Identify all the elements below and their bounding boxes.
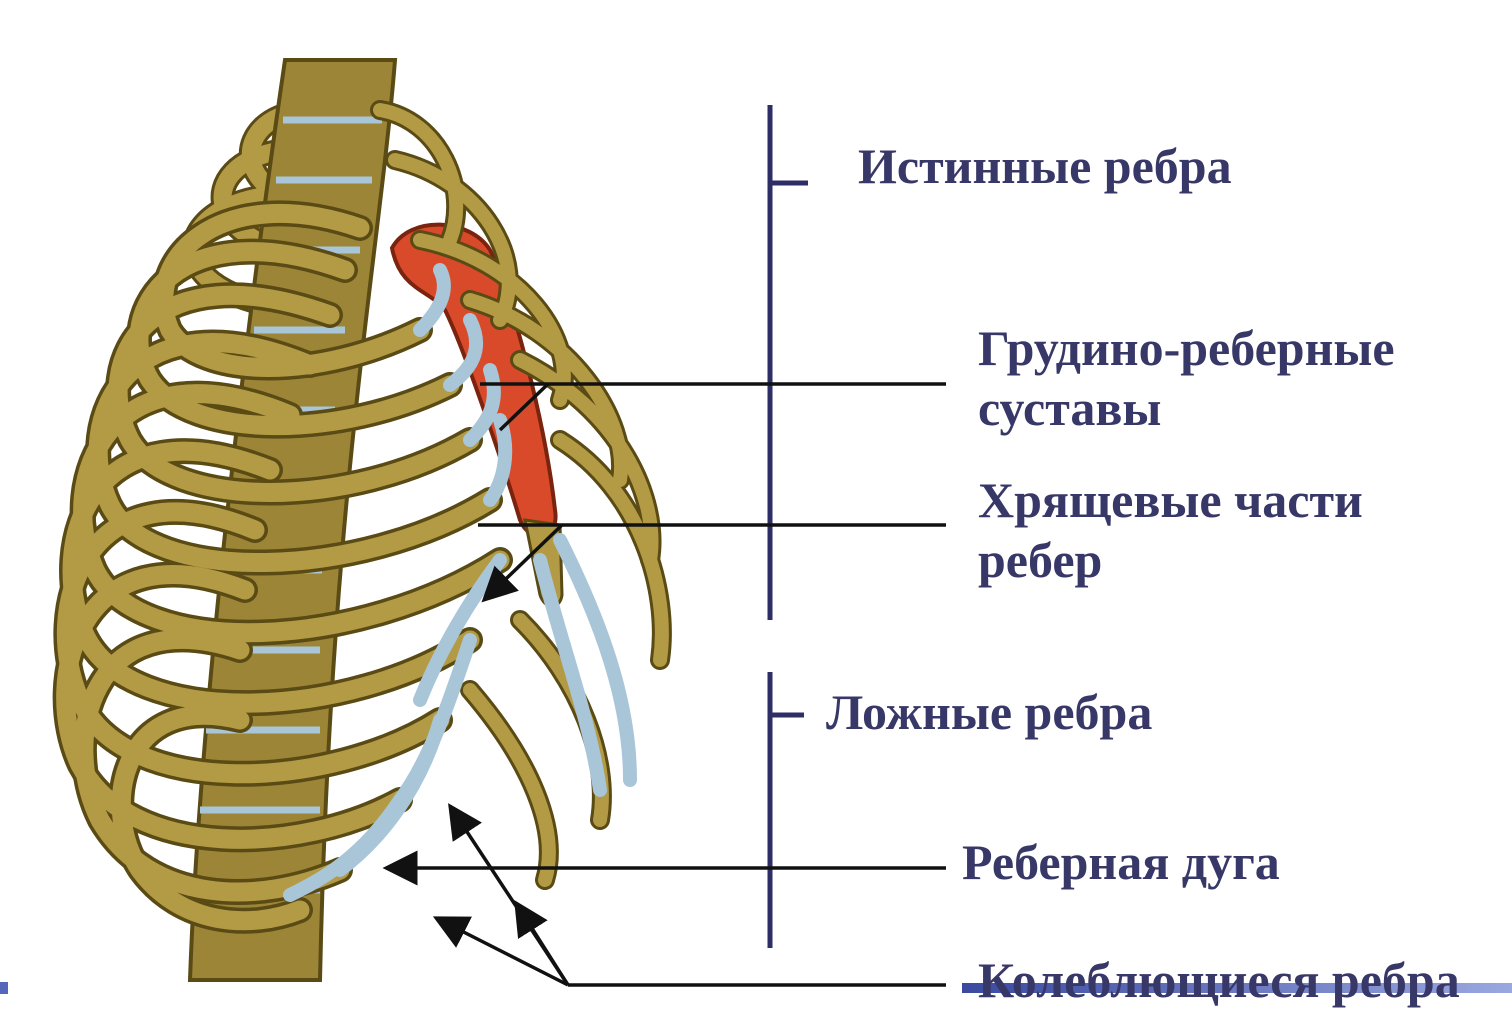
costal-cartilages-label: Хрящевые части ребер xyxy=(978,470,1363,590)
costal-arch-label: Реберная дуга xyxy=(962,832,1280,892)
rib-cage-illustration xyxy=(66,60,662,980)
costal-cartilages-label-line2: ребер xyxy=(978,530,1363,590)
true-ribs-label: Истинные ребра xyxy=(858,136,1232,196)
floating-ribs-label: Колеблющиеся ребра xyxy=(978,950,1460,1010)
accent-bar-left xyxy=(0,982,8,994)
false-ribs-label: Ложные ребра xyxy=(826,682,1152,742)
sternocostal-joints-label-line2: суставы xyxy=(978,378,1395,438)
sternocostal-joints-label: Грудино-реберные суставы xyxy=(978,318,1395,438)
costal-cartilages-label-line1: Хрящевые части xyxy=(978,470,1363,530)
sternum xyxy=(392,225,556,536)
sternocostal-joints-label-line1: Грудино-реберные xyxy=(978,318,1395,378)
